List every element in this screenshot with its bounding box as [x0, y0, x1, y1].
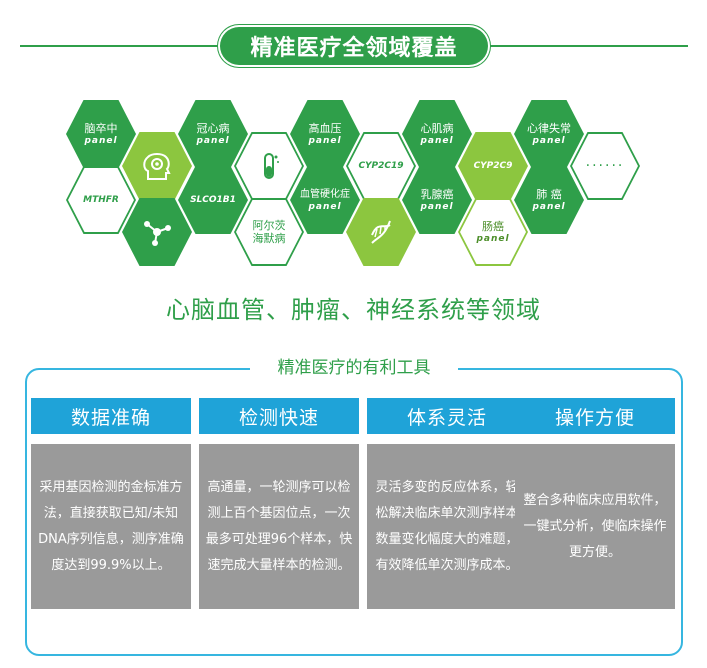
hex-atherosclerosis-sub: panel: [308, 201, 342, 212]
dna-icon: [371, 220, 391, 244]
hex-coronary-label: 冠心病: [196, 121, 230, 135]
hex-myocardiopathy-sub: panel: [420, 135, 454, 146]
hex-head-gear-icon: [122, 132, 192, 200]
tool-heading-flexible: 体系灵活: [367, 398, 527, 434]
tool-body-fast: 高通量，一轮测序可以检测上百个基因位点，一次最多可处理96个样本，快速完成大量样…: [199, 444, 359, 609]
hex-test-tube-icon: [234, 132, 304, 200]
hex-slco1b1: SLCO1B1: [178, 166, 248, 234]
hex-more: ······: [570, 132, 640, 200]
hex-breast-cancer-panel: 乳腺癌 panel: [402, 166, 472, 234]
hex-more-label: ······: [585, 158, 625, 174]
hex-coronary-panel: 冠心病 panel: [178, 100, 248, 168]
banner-rule-right: [488, 45, 688, 47]
tool-text-convenient: 整合多种临床应用软件，一键式分析，使临床操作更方便。: [523, 492, 667, 560]
hex-dna-icon: [346, 198, 416, 266]
hex-cyp2c9: CYP2C9: [458, 132, 528, 200]
banner-title: 精准医疗全领域覆盖: [218, 25, 490, 67]
hex-atherosclerosis-panel: 血管硬化症 panel: [290, 166, 360, 234]
hex-lung-cancer-sub: panel: [532, 201, 566, 212]
hex-stroke-panel: 脑卒中 panel: [66, 100, 136, 168]
hex-hypertension-label: 高血压: [308, 121, 342, 135]
hex-stroke-label: 脑卒中: [84, 121, 118, 135]
hex-stroke-sub: panel: [84, 135, 118, 146]
hex-hypertension-sub: panel: [308, 135, 342, 146]
tool-heading-convenient: 操作方便: [515, 398, 675, 434]
hex-cyp2c19: CYP2C19: [346, 132, 416, 200]
head-gear-icon: [143, 153, 171, 180]
tool-body-flexible: 灵活多变的反应体系，轻松解决临床单次测序样本数量变化幅度大的难题，有效降低单次测…: [367, 444, 527, 609]
hex-alzheimer-line2: 海默病: [252, 232, 286, 245]
coverage-subtitle: 心脑血管、肿瘤、神经系统等领域: [166, 296, 541, 324]
hex-mthfr: MTHFR: [66, 166, 136, 234]
hex-arrhythmia-sub: panel: [532, 135, 566, 146]
hex-atherosclerosis-label: 血管硬化症: [300, 188, 350, 200]
hex-arrhythmia-label: 心律失常: [527, 121, 571, 135]
hex-breast-cancer-sub: panel: [420, 201, 454, 212]
tools-title: 精准医疗的有利工具: [250, 356, 458, 380]
hex-breast-cancer-label: 乳腺癌: [420, 187, 454, 201]
hex-lung-cancer-panel: 肺 癌 panel: [514, 166, 584, 234]
hex-bowel-cancer-panel: 肠癌 panel: [458, 198, 528, 266]
tool-heading-accurate: 数据准确: [31, 398, 191, 434]
hex-cyp2c19-label: CYP2C19: [358, 161, 404, 171]
hex-molecule-icon: [122, 198, 192, 266]
tool-body-convenient: 整合多种临床应用软件，一键式分析，使临床操作更方便。: [515, 444, 675, 609]
hex-alzheimer-line1: 阿尔茨: [252, 219, 286, 232]
hex-hypertension-panel: 高血压 panel: [290, 100, 360, 168]
tool-text-fast: 高通量，一轮测序可以检测上百个基因位点，一次最多可处理96个样本，快速完成大量样…: [205, 479, 353, 573]
hex-bowel-cancer-label: 肠癌: [482, 219, 504, 233]
hex-myocardiopathy-label: 心肌病: [420, 121, 454, 135]
tool-heading-fast: 检测快速: [199, 398, 359, 434]
hex-lung-cancer-label: 肺 癌: [536, 187, 562, 201]
hex-mthfr-label: MTHFR: [83, 195, 119, 205]
molecule-icon: [144, 221, 171, 246]
hex-myocardiopathy-panel: 心肌病 panel: [402, 100, 472, 168]
hex-arrhythmia-panel: 心律失常 panel: [514, 100, 584, 168]
hex-coronary-sub: panel: [196, 135, 230, 146]
tool-text-accurate: 采用基因检测的金标准方法，直接获取已知/未知DNA序列信息，测序准确度达到99.…: [38, 479, 184, 573]
hex-cyp2c9-label: CYP2C9: [473, 161, 513, 171]
hex-slco1b1-label: SLCO1B1: [190, 195, 236, 205]
tool-text-flexible: 灵活多变的反应体系，轻松解决临床单次测序样本数量变化幅度大的难题，有效降低单次测…: [375, 479, 519, 573]
banner-rule-left: [20, 45, 220, 47]
hex-bowel-cancer-sub: panel: [476, 233, 510, 244]
hex-alzheimer: 阿尔茨 海默病: [234, 198, 304, 266]
tool-body-accurate: 采用基因检测的金标准方法，直接获取已知/未知DNA序列信息，测序准确度达到99.…: [31, 444, 191, 609]
test-tube-icon: [264, 153, 279, 179]
